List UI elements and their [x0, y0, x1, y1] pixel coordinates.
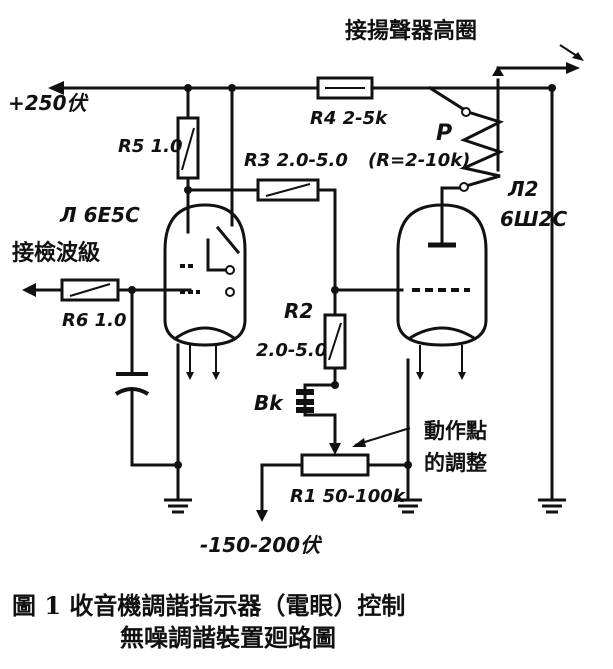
- potentiometer-r1: [300, 427, 411, 477]
- caption-line-1: 圖 1 收音機調諧指示器（電眼）控制: [12, 591, 405, 620]
- battery-bk: [296, 389, 314, 413]
- resistor-r5: [176, 116, 200, 180]
- supply-plus-label: +250伏: [8, 91, 90, 115]
- ground-1: [164, 490, 192, 514]
- tube-6e5c: [163, 203, 247, 380]
- resistor-r4: [316, 76, 374, 100]
- minus-supply-arrow: [256, 510, 268, 522]
- r1-label: R1 50-100k: [290, 486, 406, 507]
- tube2-label-b: 6Ш2C: [500, 207, 568, 231]
- speaker-label: 接揚聲器高圈: [345, 18, 477, 44]
- tube-6sh2c: [396, 203, 488, 380]
- resistor-r3: [256, 178, 320, 202]
- action-label-b: 的調整: [424, 451, 487, 475]
- resistor-r2: [323, 313, 347, 370]
- action-label-a: 動作點: [424, 419, 487, 443]
- input-arrow: [22, 283, 36, 297]
- bk-label: Bk: [254, 391, 284, 415]
- r2-label-b: 2.0-5.0: [256, 340, 327, 361]
- ground-3: [538, 490, 566, 514]
- resistor-r6: [60, 278, 120, 302]
- coil-p-label: P: [436, 121, 452, 146]
- supply-minus-label: -150-200伏: [200, 533, 323, 557]
- capacitor: [114, 372, 150, 396]
- speaker-coil: [459, 44, 584, 192]
- junction-dots: [128, 84, 556, 469]
- r5-label: R5 1.0: [118, 136, 183, 157]
- caption-line-2: 無噪調諧裝置廻路圖: [120, 623, 336, 652]
- ground-2: [394, 490, 422, 514]
- r4-label: R4 2-5k: [310, 108, 388, 129]
- r3-label: R3 2.0-5.0: [244, 150, 348, 171]
- r2-label-a: R2: [284, 299, 313, 323]
- rail-arrow: [48, 81, 64, 95]
- r3-alt-label: (R=2-10k): [368, 150, 470, 171]
- r6-label: R6 1.0: [62, 310, 127, 331]
- detector-label: 接檢波級: [12, 240, 100, 266]
- tube2-label-a: Л2: [507, 177, 539, 201]
- tube1-label: Л 6E5C: [59, 203, 140, 227]
